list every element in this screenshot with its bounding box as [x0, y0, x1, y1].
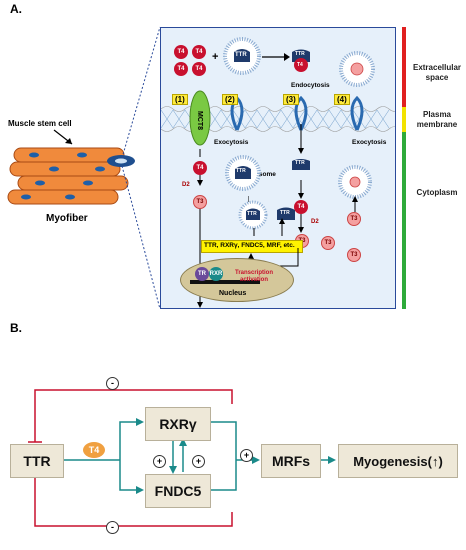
extracellular-label: Extracellular space — [412, 63, 462, 82]
ttr-t4-internal — [292, 159, 310, 170]
t4-release-arrow — [298, 180, 304, 199]
panel-b-letter: B. — [10, 321, 22, 335]
t3-intracellular: T3 — [347, 212, 361, 226]
myofiber-label: Myofiber — [46, 213, 88, 224]
t3-intracellular: T3 — [321, 236, 335, 250]
t4-label: T4 — [297, 62, 303, 68]
nucleus-label: Nucleus — [219, 290, 247, 297]
export-arrows — [248, 196, 285, 236]
plasma-membrane-label: Plasma membrane — [416, 110, 458, 129]
extracellular-bar — [402, 27, 406, 107]
d2-label: D2 — [311, 219, 319, 225]
inhibition-sign-bottom: - — [106, 521, 119, 534]
ttr-label: TTR — [236, 168, 246, 174]
endocytosis-label: Endocytosis — [291, 82, 330, 89]
exocytosis-label: Exocytosis — [352, 139, 387, 146]
ttr-new-vesicle — [238, 200, 268, 230]
t4-molecule: T4 — [174, 62, 188, 76]
t3-intracellular: T3 — [347, 248, 361, 262]
transcription-label: Transcription activation — [234, 270, 273, 283]
membrane-bar — [402, 107, 406, 132]
inhibition-sign-top: - — [106, 377, 119, 390]
ttr-label: TTR — [280, 210, 290, 216]
route-2-label: (2) — [222, 94, 238, 105]
exocytosis-label: Exocytosis — [214, 139, 249, 146]
ttr-node: TTR — [10, 444, 64, 478]
t3-vesicle-arrow — [352, 196, 358, 212]
d2-arrow — [298, 214, 304, 233]
binding-arrow — [262, 53, 290, 61]
plus-sign-left: + — [153, 455, 166, 468]
t3-vesicle — [339, 51, 375, 87]
ttr-vesicle-top — [223, 37, 261, 75]
ttr-label: TTR — [247, 211, 257, 217]
d2-label: D2 — [182, 182, 190, 188]
mct8-transporter — [189, 90, 211, 146]
plus-sign-mrfs: + — [240, 449, 253, 462]
t4-molecule: T4 — [192, 45, 206, 59]
plus-sign-right: + — [192, 455, 205, 468]
tr-receptor: TR — [195, 267, 209, 281]
route-1-label: (1) — [172, 94, 188, 105]
panel-a-letter: A. — [10, 2, 22, 16]
t4-molecule: T4 — [174, 45, 188, 59]
muscle-stem-cell-label: Muscle stem cell — [8, 119, 72, 128]
zoom-lines — [121, 26, 161, 310]
ttr-label: TTR — [295, 160, 305, 166]
ttr-label: TTR — [235, 52, 247, 58]
target-genes-box — [201, 240, 303, 253]
cytoplasm-bar — [402, 132, 406, 309]
pathway-lines — [28, 389, 336, 527]
rxr-receptor: RXR — [209, 267, 223, 281]
route-3-label: (3) — [283, 94, 299, 105]
target-genes-label: TTR, RXRγ, FNDC5, MRF, etc. — [204, 242, 295, 249]
dna-bar — [190, 280, 260, 284]
exosome-label: Exosome — [247, 171, 276, 178]
zoom-cell-icon — [107, 155, 135, 167]
myofiber-illustration — [7, 147, 129, 205]
stem-cell-arrow — [53, 129, 73, 145]
plus-sign: + — [212, 51, 219, 63]
ttr-t4-complex — [292, 49, 310, 72]
ttr-label: TTR — [295, 51, 305, 57]
t4-intracellular: T4 — [294, 200, 308, 214]
t4-intracellular: T4 — [193, 161, 207, 175]
ttr-protein — [277, 207, 295, 220]
t3-intracellular: T3 — [193, 195, 207, 209]
fndc5-node: FNDC5 — [145, 474, 211, 508]
exosome-vesicle — [225, 155, 261, 191]
t4-molecule: T4 — [192, 62, 206, 76]
myogenesis-node: Myogenesis(↑) — [338, 444, 458, 478]
mrfs-node: MRFs — [261, 444, 321, 478]
rxrg-node: RXRγ — [145, 407, 211, 441]
endocytosis-arrow — [298, 124, 304, 154]
t4-node: T4 — [83, 442, 105, 458]
cytoplasm-label: Cytoplasm — [416, 188, 458, 197]
route-4-label: (4) — [334, 94, 350, 105]
